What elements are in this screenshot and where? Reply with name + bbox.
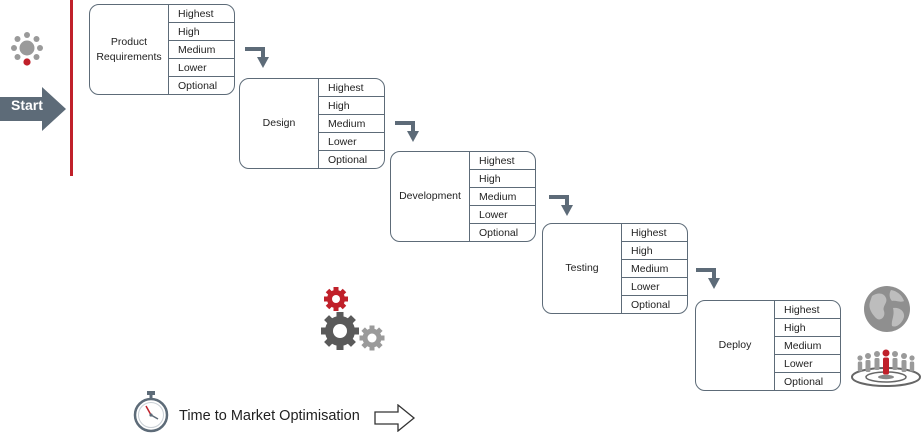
people-target-icon — [851, 349, 921, 387]
priority-high: High — [319, 97, 384, 115]
priority-optional: Optional — [178, 79, 218, 92]
stage-name: Testing — [543, 224, 622, 313]
priority-lower: Lower — [775, 355, 840, 373]
priority-lower: Lower — [169, 59, 234, 77]
priority-lower: Lower — [470, 206, 535, 224]
stopwatch-icon — [133, 391, 169, 433]
priority-highest: Highest — [622, 224, 687, 242]
gears-icon — [321, 287, 385, 351]
priority-optional: Optional — [328, 153, 368, 166]
priority-optional: Optional — [479, 226, 519, 239]
connector-arrow — [549, 195, 573, 216]
stage-product-requirements: Product Requirements Highest High Medium… — [89, 4, 235, 95]
dots-circle-icon — [11, 32, 43, 66]
priority-high: High — [169, 23, 234, 41]
priority-highest: Highest — [169, 5, 234, 23]
footer-label: Time to Market Optimisation — [179, 408, 360, 424]
stage-testing: Testing Highest High Medium Lower Option… — [542, 223, 688, 314]
priority-medium: Medium — [169, 41, 234, 59]
priority-lower: Lower — [622, 278, 687, 296]
connector-arrow — [395, 121, 419, 142]
stage-name: Deploy — [696, 301, 775, 390]
priority-lower: Lower — [319, 133, 384, 151]
outline-arrow-icon — [374, 404, 416, 432]
priority-highest: Highest — [319, 79, 384, 97]
priority-medium: Medium — [470, 188, 535, 206]
start-divider-line — [70, 0, 73, 176]
priority-high: High — [622, 242, 687, 260]
priority-highest: Highest — [470, 152, 535, 170]
connector-arrow — [245, 47, 269, 68]
priority-highest: Highest — [775, 301, 840, 319]
priority-medium: Medium — [319, 115, 384, 133]
priority-medium: Medium — [622, 260, 687, 278]
globe-icon — [864, 286, 910, 332]
priority-high: High — [775, 319, 840, 337]
start-label: Start — [11, 97, 43, 113]
priority-high: High — [470, 170, 535, 188]
stage-design: Design Highest High Medium Lower Optiona… — [239, 78, 385, 169]
stage-development: Development Highest High Medium Lower Op… — [390, 151, 536, 242]
stage-deploy: Deploy Highest High Medium Lower Optiona… — [695, 300, 841, 391]
priority-optional: Optional — [631, 298, 671, 311]
stage-name: Product Requirements — [90, 5, 169, 94]
start-arrow — [0, 87, 66, 131]
priority-medium: Medium — [775, 337, 840, 355]
stage-name: Development — [391, 152, 470, 241]
priority-optional: Optional — [784, 375, 824, 388]
stage-name: Design — [240, 79, 319, 168]
connector-arrow — [696, 268, 720, 289]
